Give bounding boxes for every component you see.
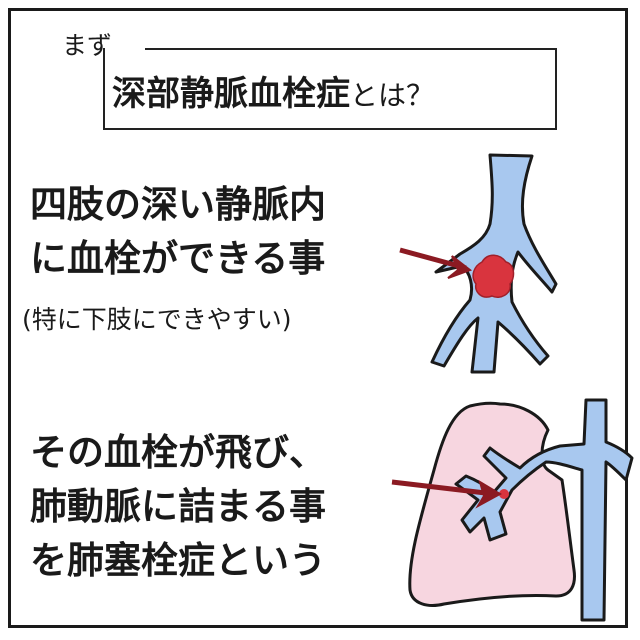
lodged-clot	[499, 489, 509, 499]
dvt-note: (特に下肢にできやすい)	[22, 305, 292, 334]
title-suffix: とは？	[350, 79, 435, 112]
dvt-line-2: に血栓ができる事	[30, 237, 326, 280]
blood-clot	[472, 254, 515, 298]
pulmonary-artery	[454, 398, 634, 622]
dvt-line-1: 四肢の深い静脈内	[30, 183, 326, 226]
arrow-to-lung-clot-head	[475, 479, 503, 509]
arrow-to-clot-head	[447, 255, 473, 279]
pe-line-2: 肺動脈に詰まる事	[30, 485, 326, 528]
title-box-top-line	[145, 48, 557, 50]
pe-line-3: を肺塞栓症という	[30, 539, 326, 582]
page-title: 深部静脈血栓症とは？	[112, 66, 434, 115]
pe-line-1: その血栓が飛び、	[30, 431, 326, 474]
arrow-to-lung-clot	[391, 479, 495, 497]
title-main: 深部静脈血栓症	[112, 74, 350, 114]
intro-label: まず	[62, 31, 113, 60]
title-box	[103, 48, 557, 130]
